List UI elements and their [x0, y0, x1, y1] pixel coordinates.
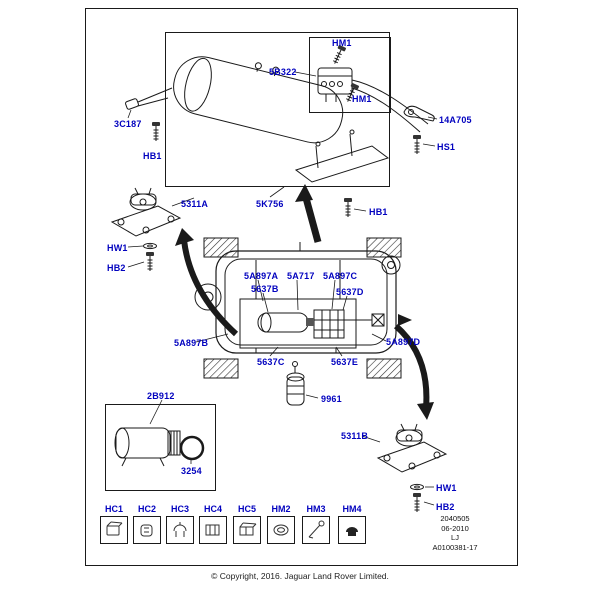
air-line-schematic — [194, 237, 412, 379]
info-date: 06-2010 — [441, 523, 469, 533]
clip-icon — [140, 524, 153, 537]
air-tank-drawing — [173, 56, 344, 144]
pointer-arrows — [175, 184, 434, 420]
hw1-washer-right — [410, 483, 424, 491]
tank-mounting-plate — [294, 129, 390, 183]
o-ring-3254-drawing — [179, 435, 205, 461]
plug-icon — [346, 527, 358, 536]
fastener-label: HC2 — [137, 504, 156, 514]
tank-assembly-box — [165, 32, 390, 187]
corner-valve-5311b — [377, 423, 447, 473]
label-hm1-a: HM1 — [332, 38, 352, 48]
fastener-box — [166, 516, 194, 544]
fastener-label: HC4 — [203, 504, 222, 514]
clip-icon — [106, 521, 123, 536]
label-5311a: 5311A — [181, 199, 209, 209]
pump-9961-drawing — [286, 361, 305, 406]
fastener-label: HC5 — [237, 504, 256, 514]
bracket-14a705-drawing — [403, 105, 435, 122]
label-2b912: 2B912 — [147, 391, 175, 401]
fastener-item-hm3: HM3 — [301, 504, 331, 544]
label-5b322: 5B322 — [269, 67, 297, 77]
clip-icon — [239, 522, 257, 536]
label-hb2-b: HB2 — [436, 502, 455, 512]
valve-sub-box — [309, 37, 391, 113]
label-3c187: 3C187 — [114, 119, 142, 129]
label-5637d: 5637D — [336, 287, 364, 297]
info-part-number: 2040505 — [440, 514, 470, 523]
label-5637b: 5637B — [251, 284, 279, 294]
leader-lines — [127, 71, 438, 506]
fastener-box — [100, 516, 128, 544]
valve-block-drawing — [317, 67, 429, 133]
grommet-icon — [273, 524, 289, 536]
fastener-label: HM4 — [342, 504, 362, 514]
label-5a897d: 5A897D — [386, 337, 421, 347]
drawing-info-block: 2040505 06-2010 LJ A0100381-17 — [413, 514, 497, 552]
compressor-box — [105, 404, 216, 491]
fastener-label: HM3 — [306, 504, 326, 514]
info-code: LJ — [451, 533, 459, 542]
fastener-box — [233, 516, 261, 544]
label-hs1: HS1 — [437, 142, 456, 152]
label-5a897a: 5A897A — [244, 271, 279, 281]
cable-tie-icon — [308, 520, 325, 539]
label-hw1-b: HW1 — [436, 483, 457, 493]
label-5a897b: 5A897B — [174, 338, 209, 348]
fastener-box — [133, 516, 161, 544]
corner-valve-5311a — [111, 187, 181, 237]
fastener-label: HC3 — [170, 504, 189, 514]
fastener-item-hc5: HC5 — [232, 504, 262, 544]
fastener-box — [199, 516, 227, 544]
fastener-item-hm4: HM4 — [337, 504, 367, 544]
fastener-label: HC1 — [104, 504, 123, 514]
fastener-label: HM2 — [271, 504, 291, 514]
copyright-text: © Copyright, 2016. Jaguar Land Rover Lim… — [211, 571, 389, 581]
clip-icon — [173, 522, 187, 537]
label-5637c: 5637C — [257, 357, 285, 367]
flow-arrow-right — [398, 314, 412, 326]
label-hm1-b: HM1 — [352, 94, 372, 104]
hb2-screw-right — [412, 492, 422, 513]
fastener-item-hc2: HC2 — [132, 504, 162, 544]
hs1-screw — [412, 134, 422, 155]
label-3254: 3254 — [181, 466, 202, 476]
label-5a897c: 5A897C — [323, 271, 358, 281]
fastener-item-hc1: HC1 — [99, 504, 129, 544]
fastener-item-hc4: HC4 — [198, 504, 228, 544]
fastener-item-hc3: HC3 — [165, 504, 195, 544]
hb1-screw-right — [343, 197, 353, 218]
label-9961: 9961 — [321, 394, 342, 404]
label-5311b: 5311B — [341, 431, 369, 441]
fastener-item-hm2: HM2 — [266, 504, 296, 544]
clip-icon — [205, 524, 220, 536]
label-5a717: 5A717 — [287, 271, 315, 281]
label-14a705: 14A705 — [439, 115, 472, 125]
label-5637e: 5637E — [331, 357, 359, 367]
label-hw1-a: HW1 — [107, 243, 128, 253]
hw1-washer-left — [143, 242, 157, 250]
fastener-box — [302, 516, 330, 544]
hb2-screw-left — [145, 251, 155, 272]
compressor-2b912-drawing — [114, 427, 181, 467]
label-hb2-a: HB2 — [107, 263, 126, 273]
label-5k756: 5K756 — [256, 199, 284, 209]
clip-3c187-drawing — [125, 87, 173, 110]
hb1-screw-left — [151, 121, 161, 142]
fastener-box — [267, 516, 295, 544]
label-hb1-b: HB1 — [369, 207, 388, 217]
outer-border — [85, 8, 518, 566]
label-hb1-a: HB1 — [143, 151, 162, 161]
info-drawing-id: A0100381-17 — [432, 542, 478, 552]
fastener-box — [338, 516, 366, 544]
